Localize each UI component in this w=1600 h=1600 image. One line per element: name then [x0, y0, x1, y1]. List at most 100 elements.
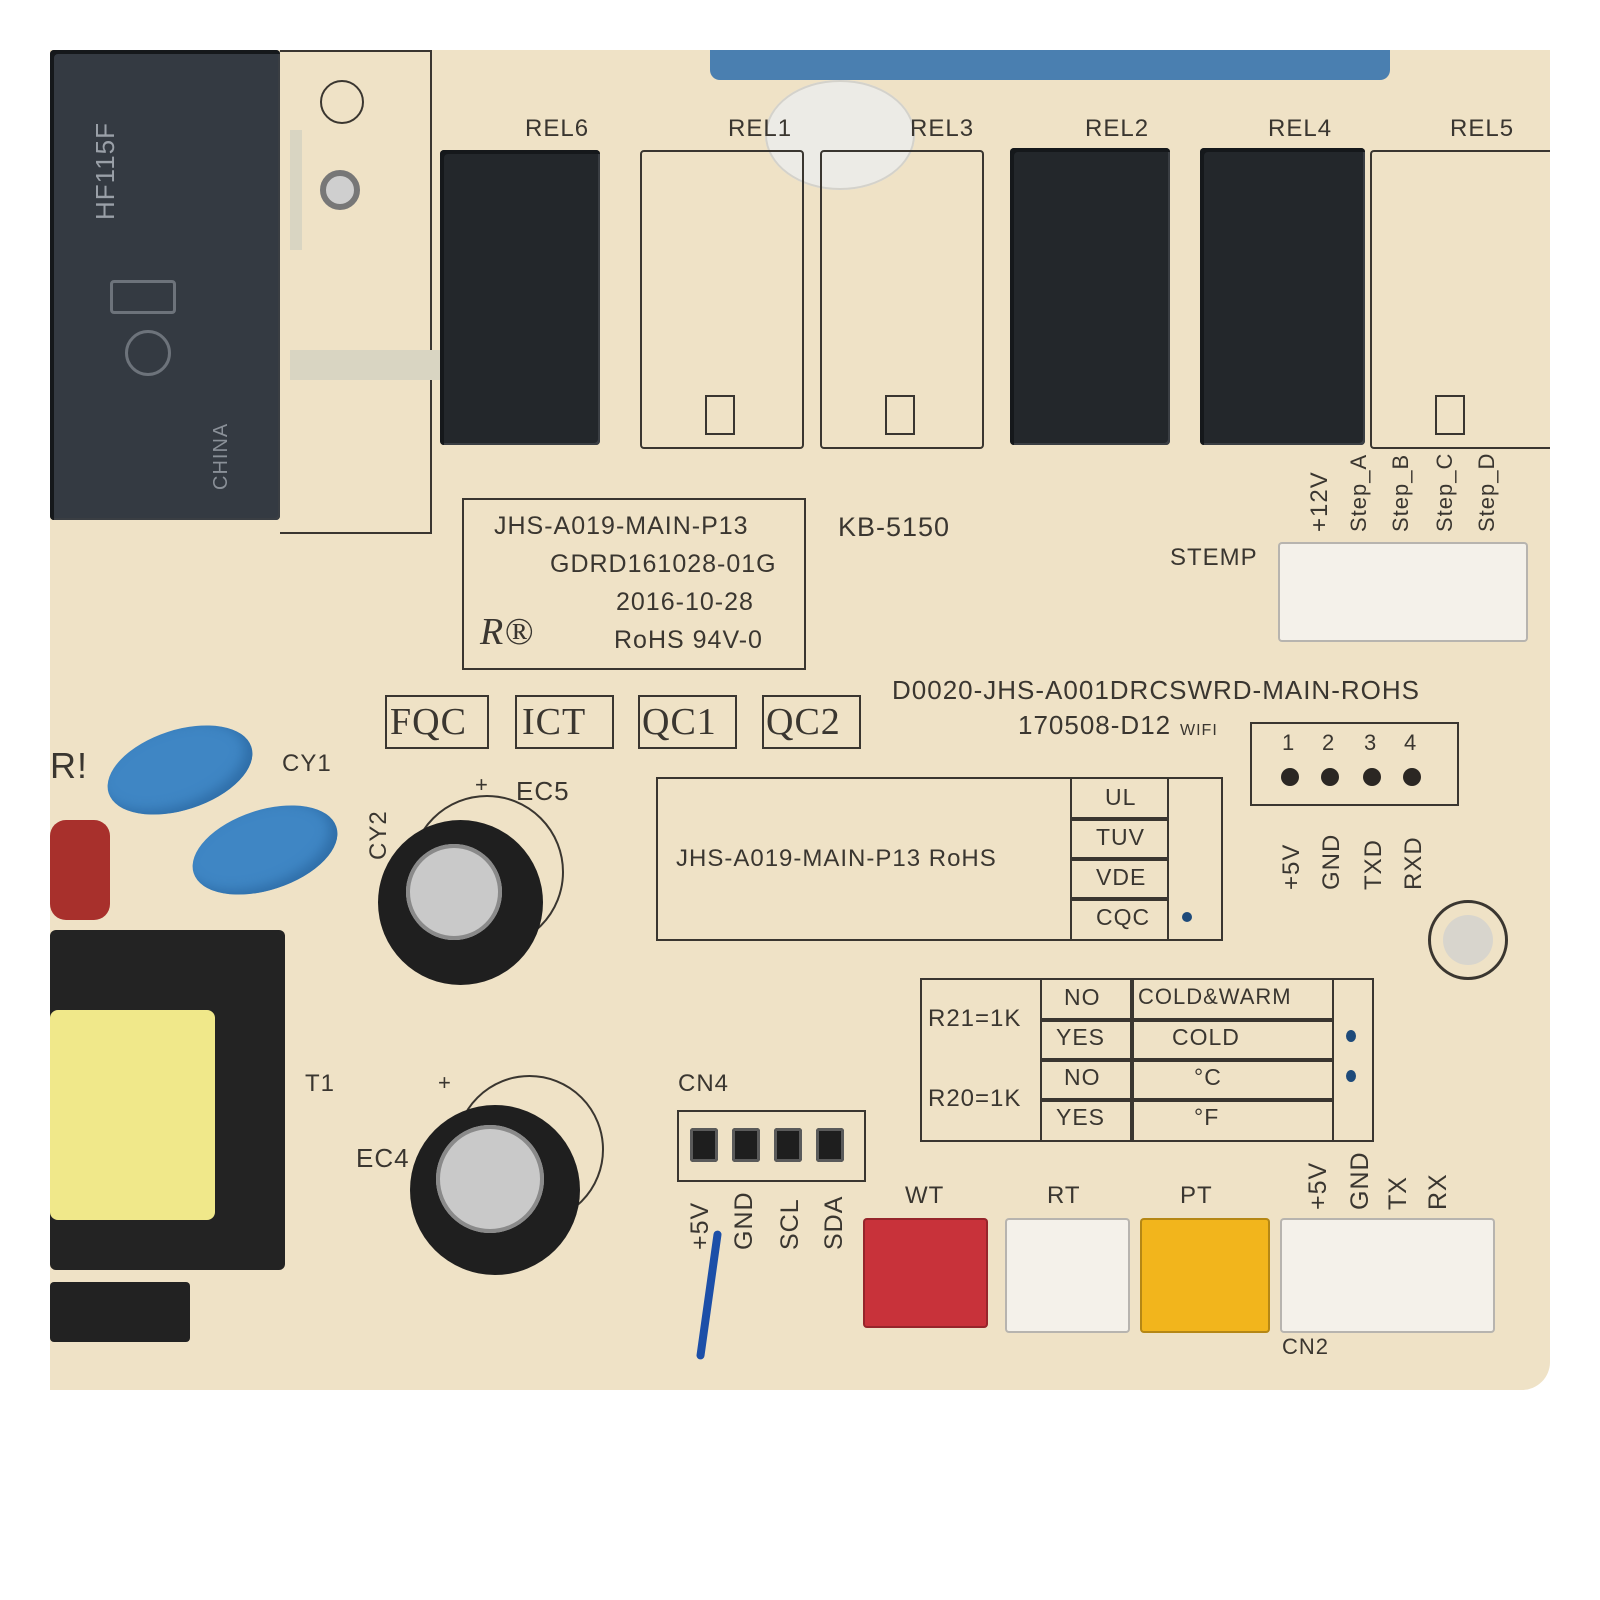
- header-pin: [1321, 768, 1339, 786]
- config-cell: [1040, 1098, 1134, 1142]
- design-code: D0020-JHS-A001DRCSWRD-MAIN-ROHS: [892, 675, 1420, 705]
- config-opt-1: YES: [1056, 1024, 1106, 1050]
- cn2-pin-rx: RX: [1424, 1173, 1452, 1210]
- cert-cell: [1070, 777, 1169, 821]
- coil-symbol-icon: [885, 395, 915, 435]
- config-opt-3: YES: [1056, 1104, 1106, 1130]
- config-opt-0: NO: [1064, 984, 1101, 1010]
- cn4-pin-scl: SCL: [776, 1198, 804, 1250]
- cn4-pin-sda: SDA: [820, 1195, 848, 1250]
- cert-mark-dot: [1182, 912, 1192, 922]
- header-pin: [1363, 768, 1381, 786]
- config-r20: R20=1K: [928, 1085, 1022, 1112]
- wifi-label: WIFI: [1180, 722, 1218, 739]
- cert-ul: UL: [1105, 784, 1137, 810]
- relay-label-rel2: REL2: [1085, 115, 1150, 142]
- relay-footprint-rel5: [1370, 150, 1550, 449]
- config-cell: [1040, 1058, 1134, 1102]
- wifi-pin-5v: +5V: [1278, 843, 1305, 890]
- coil-symbol-icon: [1435, 395, 1465, 435]
- label-t1: T1: [305, 1070, 336, 1097]
- header-pin: [774, 1128, 802, 1162]
- inspection-box-qc1: [638, 695, 737, 749]
- relay-footprint-rel3: [820, 150, 984, 449]
- relay-label-rel5: REL5: [1450, 115, 1515, 142]
- warning-text: R!: [50, 745, 88, 786]
- wifi-header: [1250, 722, 1459, 806]
- config-mark-dot: [1346, 1070, 1356, 1082]
- label-ec5-plus: +: [475, 772, 489, 797]
- connector-cn2: [1280, 1218, 1495, 1333]
- capacitor-ec5: [378, 820, 543, 985]
- cn4-pin-gnd: GND: [730, 1191, 758, 1250]
- inspection-label-qc1: QC1: [642, 701, 717, 743]
- wifi-num-3: 3: [1364, 730, 1378, 755]
- config-opt-2: NO: [1064, 1064, 1101, 1090]
- inspection-label-qc2: QC2: [766, 701, 841, 743]
- label-ec4: EC4: [356, 1143, 410, 1173]
- cn4-pin-5v: +5V: [686, 1201, 714, 1250]
- relay-footprint-rel1: [640, 150, 804, 449]
- capacitor-ec4: [410, 1105, 580, 1275]
- relay-emblem-icon: [110, 280, 176, 314]
- design-date: 170508-D12: [1018, 710, 1172, 740]
- config-val-1: COLD: [1172, 1024, 1240, 1050]
- config-val-3: °F: [1194, 1104, 1220, 1130]
- registered-mark-icon: R®: [480, 611, 535, 653]
- terminal-screw-icon: [320, 170, 360, 210]
- inspection-box-qc2: [762, 695, 861, 749]
- cn4-label: CN4: [678, 1070, 730, 1097]
- cert-table: [656, 777, 1223, 941]
- id-date: 2016-10-28: [616, 588, 754, 616]
- wifi-num-4: 4: [1404, 730, 1418, 755]
- header-pin: [690, 1128, 718, 1162]
- config-val-0: COLD&WARM: [1138, 984, 1292, 1009]
- cert-vde: VDE: [1096, 864, 1147, 890]
- sensor-label-wt: WT: [905, 1182, 945, 1209]
- id-rohs: RoHS 94V-0: [614, 626, 763, 654]
- label-ec5: EC5: [516, 776, 570, 806]
- sensor-label-rt: RT: [1047, 1182, 1081, 1209]
- label-cy1: CY1: [282, 750, 332, 777]
- cn2-pin-tx: TX: [1384, 1176, 1412, 1210]
- relay-label-rel6: REL6: [525, 115, 590, 142]
- terminal-ring-icon: [320, 80, 364, 124]
- wifi-num-2: 2: [1322, 730, 1336, 755]
- relay-rel2: [1010, 148, 1170, 445]
- cn2-label: CN2: [1282, 1334, 1330, 1359]
- wifi-num-1: 1: [1282, 730, 1296, 755]
- cert-cell: [1070, 857, 1169, 901]
- cn2-pin-gnd: GND: [1346, 1151, 1374, 1210]
- cert-cqc: CQC: [1096, 904, 1151, 930]
- x-capacitor: [50, 820, 110, 920]
- config-cell: [1040, 1018, 1134, 1062]
- header-pin: [816, 1128, 844, 1162]
- id-model: JHS-A019-MAIN-P13: [494, 512, 749, 540]
- config-cell: [1130, 1058, 1334, 1102]
- wifi-pin-rxd: RXD: [1400, 836, 1427, 890]
- label-ec4-plus: +: [438, 1070, 452, 1095]
- inspection-label-fqc: FQC: [390, 701, 467, 743]
- inspection-label-ict: ICT: [522, 701, 587, 743]
- trace: [290, 130, 302, 250]
- stemp-pin-c: Step_C: [1432, 452, 1457, 532]
- wifi-pin-txd: TXD: [1360, 839, 1387, 890]
- coil-symbol-icon: [705, 395, 735, 435]
- blue-component: [710, 50, 1390, 80]
- stemp-pin-a: Step_A: [1346, 453, 1371, 532]
- cert-tuv: TUV: [1096, 824, 1145, 850]
- relay-marking: HF115F: [90, 122, 120, 220]
- small-component: [50, 1282, 190, 1342]
- trace: [290, 350, 440, 380]
- config-cell: [1130, 978, 1334, 1022]
- relay-label-rel4: REL4: [1268, 115, 1333, 142]
- white-cap: [765, 80, 915, 190]
- stemp-pin-b: Step_B: [1388, 453, 1413, 532]
- y-capacitor-cy2: [181, 788, 349, 912]
- stemp-pin-12v: +12V: [1306, 471, 1333, 532]
- config-cell: [1130, 1018, 1334, 1062]
- relay-label-rel1: REL1: [728, 115, 793, 142]
- id-block: [462, 498, 806, 670]
- stemp-connector: [1278, 542, 1528, 642]
- label-cy2: CY2: [365, 810, 392, 860]
